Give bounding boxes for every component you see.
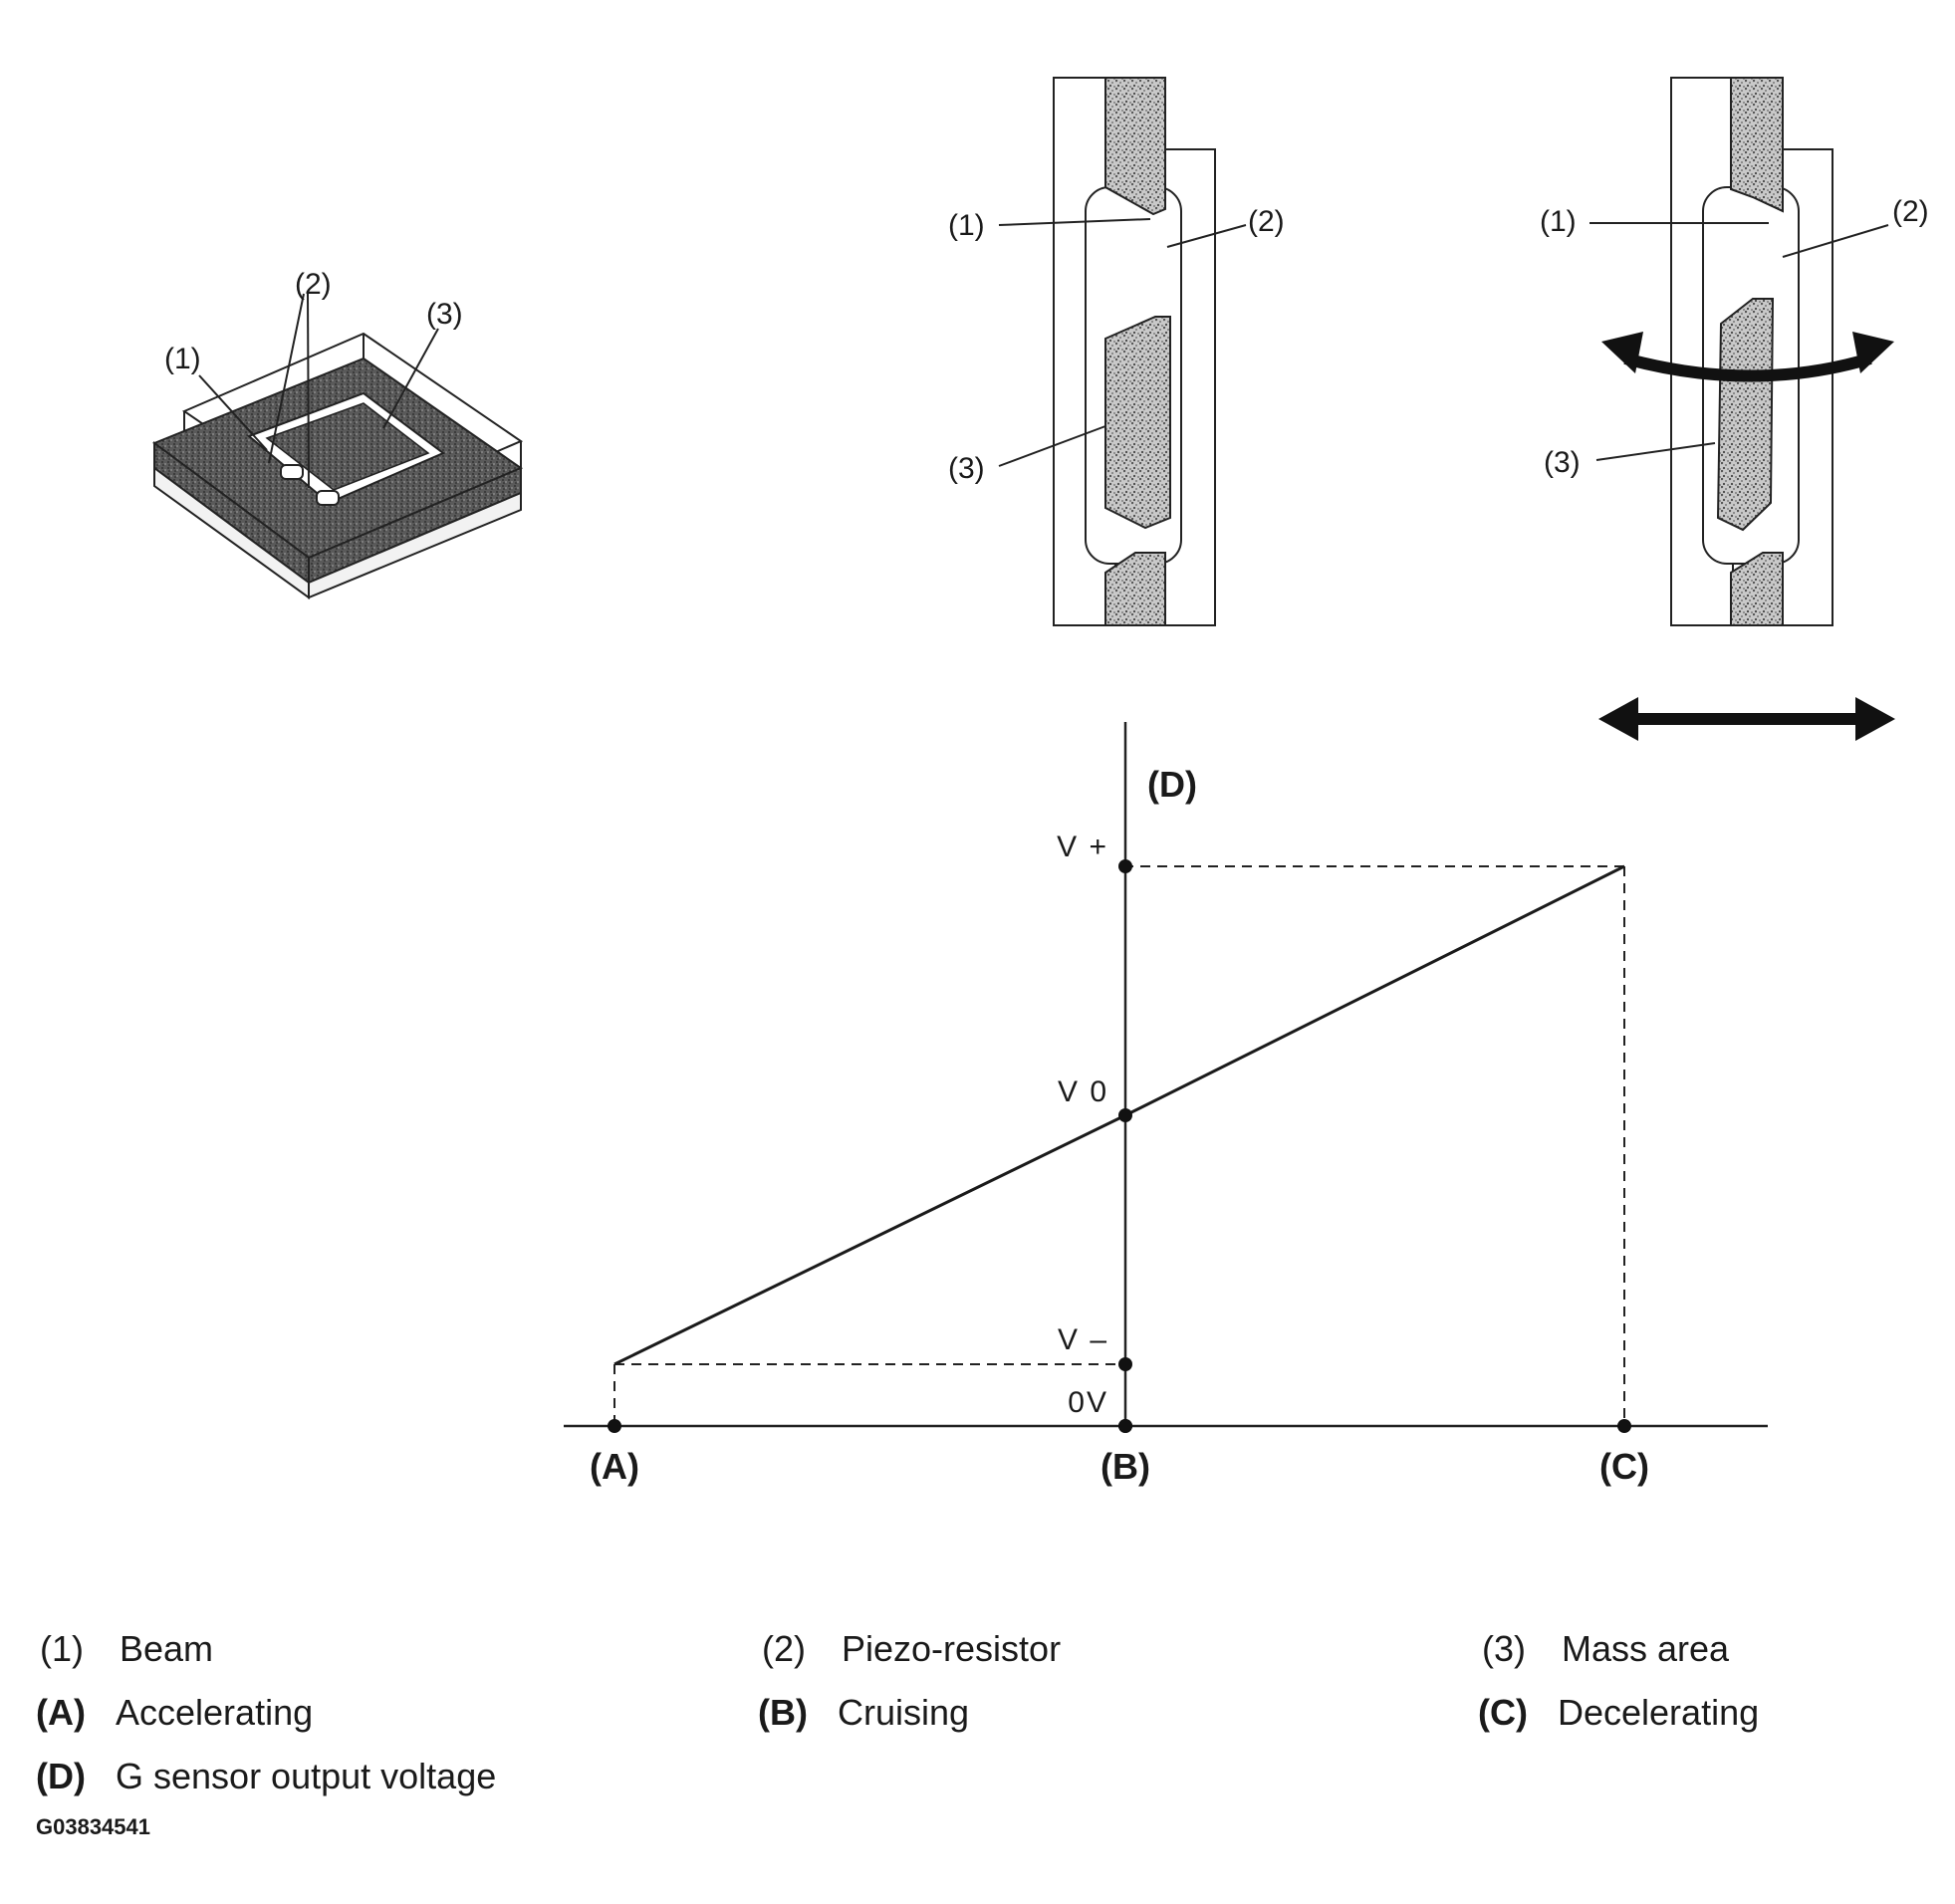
legend-key: (1) (40, 1628, 84, 1669)
section-callout-piezo: (2) (1248, 205, 1285, 238)
legend-key: (2) (762, 1628, 806, 1669)
y-tick-zero-volt: 0V (1068, 1386, 1108, 1419)
legend-item-piezo: (2) Piezo-resistor (762, 1628, 1061, 1670)
deflected-callout-mass: (3) (1544, 446, 1581, 479)
legend-item-beam: (1) Beam (40, 1628, 213, 1670)
legend-item-cruising: (B) Cruising (758, 1692, 969, 1734)
x-category-dot (608, 1419, 621, 1433)
y-level-dot (1118, 1357, 1132, 1371)
legend-label: Cruising (838, 1692, 970, 1733)
y-tick-v-plus: V + (1057, 831, 1108, 863)
cross-section-deflected (1589, 77, 1894, 626)
legend-label: Mass area (1562, 1628, 1730, 1669)
legend-item-accelerating: (A) Accelerating (36, 1692, 313, 1734)
legend-item-decelerating: (C) Decelerating (1478, 1692, 1759, 1734)
y-level-dot (1118, 1108, 1132, 1122)
legend-key: (3) (1482, 1628, 1526, 1669)
y-tick-v-zero: V 0 (1058, 1075, 1108, 1108)
x-tick-b: (B) (1100, 1446, 1150, 1487)
legend-key: (D) (36, 1756, 86, 1796)
chip-callout-beam: (1) (164, 343, 201, 375)
motion-double-arrow-icon (1598, 697, 1895, 741)
y-level-dot (1118, 859, 1132, 873)
section-callout-beam: (1) (948, 209, 985, 242)
legend-label: G sensor output voltage (116, 1756, 497, 1796)
x-tick-a: (A) (590, 1446, 639, 1487)
section-callout-mass: (3) (948, 452, 985, 485)
x-category-dot (1617, 1419, 1631, 1433)
legend-label: Piezo-resistor (842, 1628, 1062, 1669)
cross-section-at-rest (998, 77, 1247, 626)
legend-label: Beam (120, 1628, 214, 1669)
legend-key: (A) (36, 1692, 86, 1733)
deflected-callout-beam: (1) (1540, 205, 1577, 238)
chip-callout-mass: (3) (426, 298, 463, 331)
x-tick-c: (C) (1599, 1446, 1649, 1487)
y-axis-key: (D) (1147, 764, 1197, 805)
legend-item-mass: (3) Mass area (1482, 1628, 1729, 1670)
deflected-callout-piezo: (2) (1892, 195, 1929, 228)
output-voltage-graph (564, 722, 1768, 1433)
x-category-dot (1118, 1419, 1132, 1433)
y-tick-v-minus: V – (1058, 1323, 1108, 1356)
legend-key: (B) (758, 1692, 808, 1733)
legend-item-output-voltage: (D) G sensor output voltage (36, 1756, 496, 1797)
legend-label: Decelerating (1558, 1692, 1760, 1733)
legend-label: Accelerating (116, 1692, 314, 1733)
figure-code: G03834541 (36, 1814, 150, 1839)
legend-key: (C) (1478, 1692, 1528, 1733)
chip-callout-piezo: (2) (295, 268, 332, 301)
sensor-chip-illustration (151, 293, 524, 599)
